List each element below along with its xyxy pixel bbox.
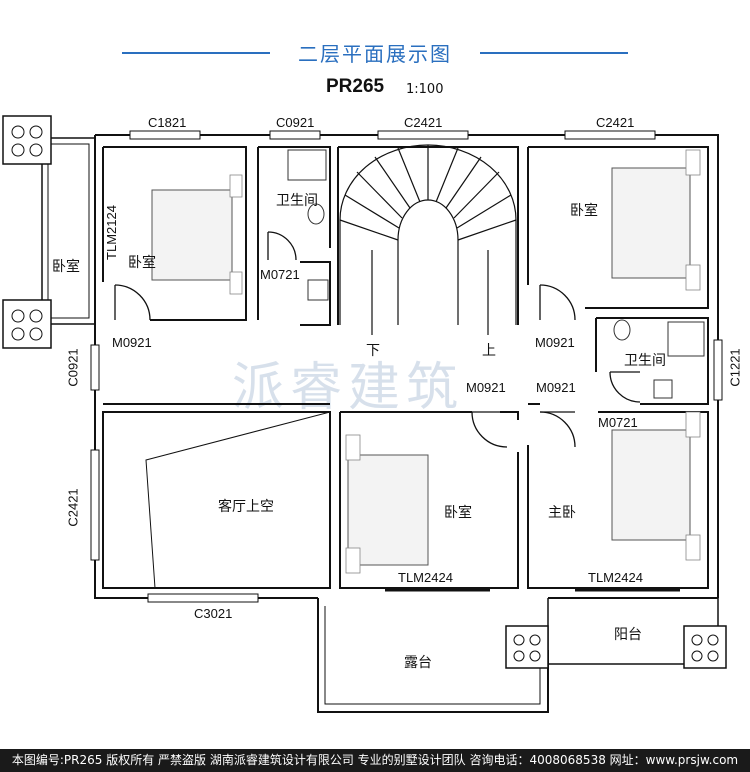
label-c1821: C1821 bbox=[148, 115, 187, 130]
label-m0921-center-a: M0921 bbox=[466, 380, 506, 395]
plan-code: PR265 bbox=[326, 76, 385, 97]
bed-master bbox=[611, 429, 691, 541]
room-bedroom-center: 卧室 bbox=[444, 505, 472, 521]
label-c1221: C1221 bbox=[727, 348, 743, 387]
room-master-bedroom: 主卧 bbox=[548, 505, 576, 521]
label-m0721-left: M0721 bbox=[260, 267, 300, 282]
room-bathroom-n: 卫生间 bbox=[276, 193, 318, 209]
title-rule-right bbox=[480, 52, 628, 54]
bed-ne bbox=[611, 167, 691, 279]
label-c2421-top-mid: C2421 bbox=[404, 115, 443, 130]
label-c0921-top: C0921 bbox=[276, 115, 315, 130]
bed-nw bbox=[151, 189, 233, 281]
room-balcony: 阳台 bbox=[614, 627, 642, 643]
plan-scale: 1:100 bbox=[406, 82, 444, 97]
page-title: 二层平面展示图 bbox=[298, 42, 452, 66]
title-rule-left bbox=[122, 52, 270, 54]
label-tlm2424-right: TLM2424 bbox=[588, 570, 643, 585]
room-terrace: 露台 bbox=[404, 655, 432, 671]
floor-plan bbox=[2, 115, 727, 713]
label-c2421-top-right: C2421 bbox=[596, 115, 635, 130]
label-m0721-right: M0721 bbox=[598, 415, 638, 430]
label-c2421-left: C2421 bbox=[65, 488, 81, 527]
room-bedroom-nw: 卧室 bbox=[128, 255, 156, 271]
label-m0921-right: M0921 bbox=[535, 335, 575, 350]
label-m0921-center-b: M0921 bbox=[536, 380, 576, 395]
watermark: 派睿建筑 bbox=[232, 358, 465, 418]
label-m0921-left: M0921 bbox=[112, 335, 152, 350]
room-void: 客厅上空 bbox=[218, 499, 274, 515]
label-tlm2124: TLM2124 bbox=[103, 205, 119, 260]
bed-center bbox=[347, 454, 429, 566]
room-bedroom-ne: 卧室 bbox=[570, 203, 598, 219]
label-c3021: C3021 bbox=[194, 606, 233, 621]
label-c0921-left: C0921 bbox=[65, 348, 81, 387]
label-stair-down: 下 bbox=[366, 343, 380, 359]
room-bathroom-e: 卫生间 bbox=[624, 353, 666, 369]
room-bedroom-far-left: 卧室 bbox=[52, 259, 80, 275]
label-stair-up: 上 bbox=[482, 343, 496, 359]
footer-banner: 本图编号:PR265 版权所有 严禁盗版 湖南派睿建筑设计有限公司 专业的别墅设… bbox=[0, 749, 750, 772]
label-tlm2424-center: TLM2424 bbox=[398, 570, 453, 585]
